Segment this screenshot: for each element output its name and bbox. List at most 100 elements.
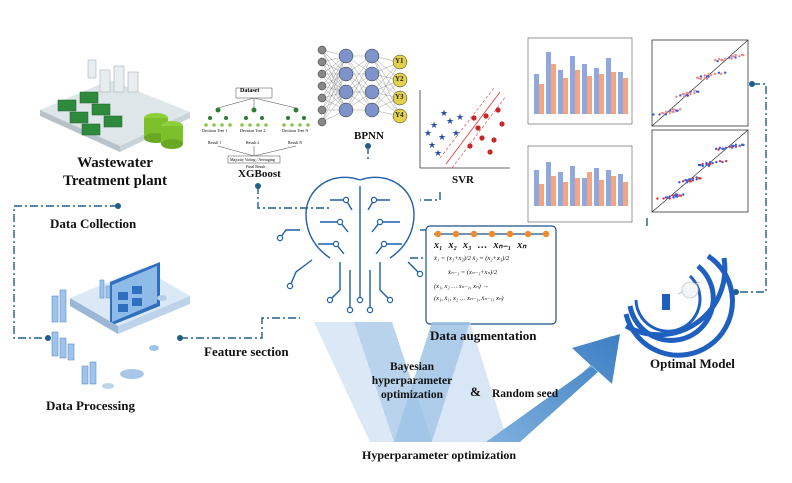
svr-dot-point bbox=[479, 135, 485, 141]
data-augmentation-label: Data augmentation bbox=[430, 328, 537, 343]
bar-orange bbox=[539, 84, 544, 114]
svr-dot-point bbox=[499, 121, 505, 127]
brain-circuit-node bbox=[276, 234, 284, 242]
brain-circuit-node bbox=[370, 196, 378, 204]
scatter-point bbox=[705, 77, 709, 81]
svr-star-point: ★ bbox=[446, 117, 454, 127]
brain-circuit-node bbox=[356, 296, 364, 304]
scatter-point bbox=[717, 148, 720, 151]
svr-star-point: ★ bbox=[430, 121, 438, 131]
bpnn-node bbox=[338, 102, 354, 118]
bpnn-edge bbox=[321, 55, 347, 99]
aug-seq-to: (x₁, x̄₁, x₂ … xₙ₋₁, x̄ₙ₋₁, xₙ) bbox=[434, 295, 504, 302]
brain-circuit-node bbox=[326, 296, 334, 304]
scatter-point bbox=[699, 77, 702, 81]
scatter-point bbox=[730, 57, 733, 60]
scatter-point bbox=[664, 113, 668, 116]
xgboost-label: XGBoost bbox=[238, 168, 281, 180]
scatter-point bbox=[682, 95, 686, 98]
scatter-point bbox=[721, 160, 724, 164]
bpnn-node bbox=[364, 66, 380, 82]
scatter-point bbox=[672, 194, 675, 197]
scatter-point bbox=[695, 76, 699, 79]
bpnn-network bbox=[317, 45, 408, 127]
scatter-point bbox=[662, 197, 665, 200]
scatter-point bbox=[714, 147, 718, 150]
brain-circuit-node bbox=[342, 196, 350, 204]
bar-orange bbox=[539, 184, 544, 206]
scatter-point bbox=[734, 143, 738, 147]
bar-blue bbox=[594, 168, 599, 206]
scatter-point bbox=[685, 91, 688, 95]
augmentation-vars: x₁ x₂ x₃ … xₙ₋₁ xₙ bbox=[434, 240, 554, 251]
scatter-point bbox=[703, 76, 706, 80]
bpnn-edge bbox=[345, 73, 373, 111]
bpnn-node bbox=[364, 48, 380, 64]
bar-blue bbox=[546, 52, 551, 114]
bar-orange bbox=[623, 78, 628, 114]
bpnn-node bbox=[317, 57, 327, 67]
bpnn-output-node bbox=[392, 108, 408, 124]
bpnn-edge bbox=[371, 61, 401, 111]
hyperparameter-optimization-label: Hyperparameter optimization bbox=[362, 448, 517, 462]
scatter-point bbox=[714, 58, 717, 62]
result-scatter-plots bbox=[651, 39, 749, 213]
aug-var: xₙ₋₁ bbox=[493, 240, 512, 251]
xgb-dataset-text: Dataset bbox=[240, 88, 260, 94]
aug-var: x₁ bbox=[434, 240, 443, 251]
svr-dot-point bbox=[487, 149, 493, 155]
bar-blue bbox=[606, 58, 611, 114]
bar-orange bbox=[551, 176, 556, 206]
bpnn-output-label: Y3 bbox=[395, 93, 404, 101]
aug-var: x₂ bbox=[448, 240, 458, 251]
scatter-point bbox=[668, 195, 671, 198]
brain-circuit-node bbox=[286, 282, 294, 290]
bar-orange bbox=[587, 76, 592, 114]
bpnn-node bbox=[317, 69, 327, 79]
scatter-point bbox=[668, 109, 672, 112]
scatter-point bbox=[688, 179, 691, 183]
svr-star-point: ★ bbox=[438, 133, 446, 143]
bpnn-output-label: Y2 bbox=[395, 75, 404, 83]
brain-circuit-trace bbox=[329, 262, 341, 301]
bar-blue bbox=[606, 170, 611, 206]
data-collection-label: Data Collection bbox=[50, 216, 137, 231]
bar-orange bbox=[575, 178, 580, 206]
bpnn-node bbox=[364, 84, 380, 100]
svr-dot-point bbox=[495, 107, 501, 113]
scatter-point bbox=[716, 59, 719, 63]
scatter-point bbox=[693, 91, 696, 95]
scatter-point bbox=[691, 179, 695, 182]
bar-blue bbox=[570, 56, 575, 114]
scatter-point bbox=[664, 110, 668, 114]
scatter-point bbox=[713, 72, 717, 76]
bar-blue bbox=[558, 172, 563, 206]
scatter-point bbox=[734, 53, 737, 57]
scatter-point bbox=[715, 160, 718, 164]
bar-orange bbox=[563, 182, 568, 206]
bpnn-output-label: Y4 bbox=[395, 111, 404, 119]
aug-eq1: x̄₁ = (x₁+x₂)/2 x̄₂ = (x₂+x₃)/2 bbox=[434, 255, 510, 262]
scatter-point bbox=[728, 145, 732, 149]
brain-circuit-node bbox=[336, 218, 344, 226]
svr-dot-point bbox=[467, 143, 473, 149]
bpnn-node bbox=[338, 66, 354, 82]
scatter-point bbox=[668, 111, 671, 115]
svr-plot: ★★★★★★★★★ bbox=[419, 87, 510, 169]
scatter-point bbox=[672, 196, 675, 199]
scatter-point bbox=[671, 108, 674, 111]
scatter-point bbox=[703, 74, 707, 77]
brain-circuit-node bbox=[380, 240, 388, 248]
scatter-point bbox=[724, 57, 727, 61]
scatter-point bbox=[695, 176, 698, 179]
bayesian-line3: optimization bbox=[381, 389, 443, 401]
result-bar-charts bbox=[527, 37, 633, 223]
scatter-point bbox=[685, 94, 688, 97]
scatter-point bbox=[711, 161, 714, 165]
scatter-point bbox=[709, 73, 713, 77]
scatter-point bbox=[707, 162, 711, 166]
brain-circuit-trace bbox=[379, 262, 391, 301]
scatter-point bbox=[684, 178, 687, 182]
aug-var: xₙ bbox=[517, 240, 527, 251]
